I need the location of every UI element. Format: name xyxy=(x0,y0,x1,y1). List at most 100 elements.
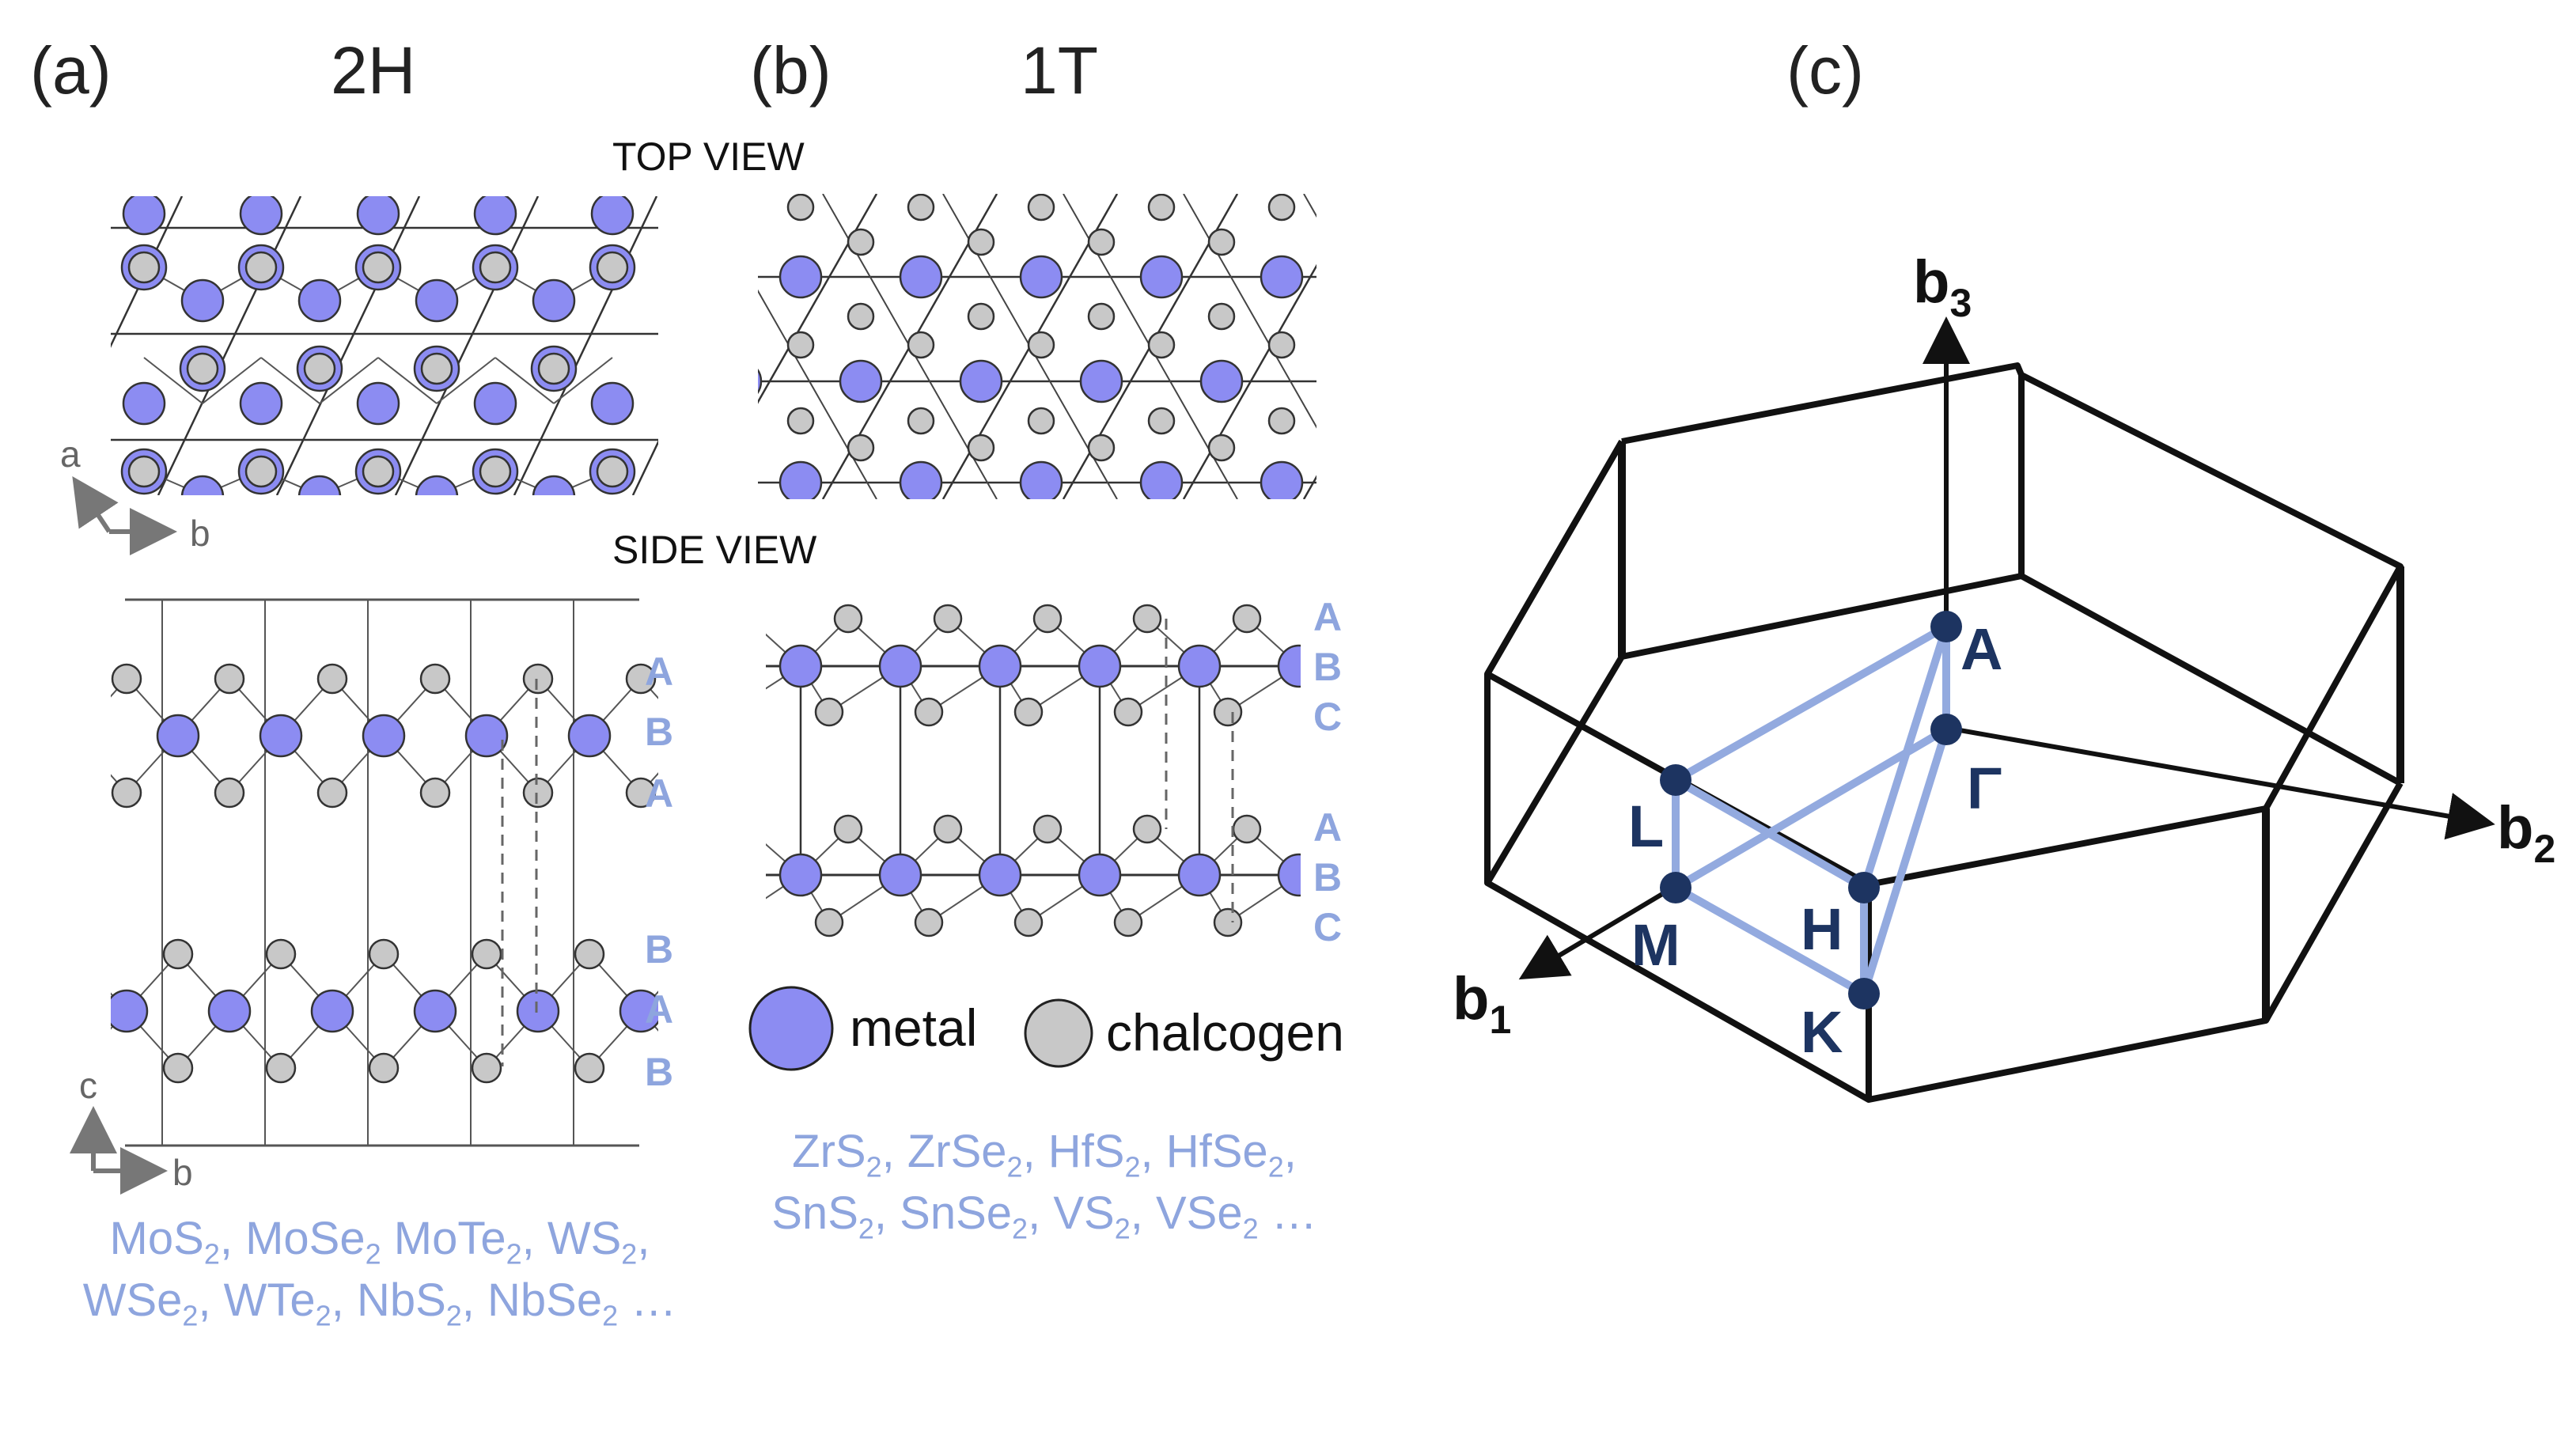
chalcogen-pair-atom-inner xyxy=(479,455,512,488)
bond xyxy=(744,736,795,793)
bond xyxy=(24,736,75,793)
chalcogen-atom xyxy=(678,940,707,968)
bond xyxy=(692,736,744,793)
chalcogen-atom xyxy=(1213,907,1243,937)
compound-2h-l1-formula-2: MoTe2, xyxy=(393,1213,547,1271)
metal-atom xyxy=(660,256,701,297)
metal-atom xyxy=(1441,361,1483,402)
bond xyxy=(319,357,379,404)
chalcogen-atom xyxy=(914,697,944,727)
chalcogen-atom xyxy=(1087,302,1116,331)
cell-line xyxy=(1424,194,1598,499)
bond xyxy=(143,357,203,404)
chalcogen-atom xyxy=(729,778,758,807)
chalcogen-atom xyxy=(833,604,863,634)
point-K-marker xyxy=(1848,978,1880,1009)
bond xyxy=(436,357,496,404)
chalcogen-atom xyxy=(625,663,657,695)
chalcogen-pair-atom-inner xyxy=(362,251,395,284)
compounds-1t-line2: SnS2, SnSe2, VS2, VSe2 … xyxy=(736,1185,1353,1247)
bond xyxy=(701,619,748,666)
compound-1t-l1-formula-3: HfSe2, xyxy=(1165,1126,1297,1184)
chalcogen-atom xyxy=(368,1052,400,1084)
compound-2h-l2-formula-3: NbSe2 … xyxy=(487,1274,677,1332)
chalcogen-atom xyxy=(265,938,297,970)
metal-atom xyxy=(415,475,459,495)
chalcogen-pair-atom-inner xyxy=(596,455,629,488)
compound-2h-l1-formula-3: WS2, xyxy=(547,1213,650,1271)
bond xyxy=(692,679,744,736)
chalcogen-atom xyxy=(1213,697,1243,727)
chalcogen-atom xyxy=(471,1052,502,1084)
metal-atom xyxy=(1381,462,1422,503)
metal-atom xyxy=(310,989,354,1033)
chalcogen-atom xyxy=(967,302,995,331)
point-L-marker xyxy=(1660,764,1691,796)
top-view-1t-lattice xyxy=(660,194,1598,503)
metal-atom xyxy=(516,989,560,1033)
chalcogen-pair-atom-inner xyxy=(362,455,395,488)
chalcogen-atom xyxy=(728,304,753,329)
chalcogen-atom xyxy=(668,408,693,434)
chalcogen-atom xyxy=(1232,604,1262,634)
chalcogen-atom xyxy=(574,1052,605,1084)
point-H-label: H xyxy=(1801,896,1843,962)
metal-atom xyxy=(1260,255,1304,299)
chalcogen-atom xyxy=(419,777,451,809)
stack-1t-3: C xyxy=(1313,695,1342,739)
chalcogen-atom xyxy=(907,331,935,359)
side-view-1t-structure xyxy=(680,604,1301,937)
metal-atom xyxy=(680,646,722,687)
chalcogen-pair-atom-inner xyxy=(303,352,336,385)
metal-atom xyxy=(1019,460,1063,499)
metal-atom xyxy=(111,989,149,1033)
chalcogen-atom xyxy=(471,938,502,970)
chalcogen-atom xyxy=(1207,302,1236,331)
chalcogen-atom xyxy=(716,699,743,725)
metal-atom xyxy=(878,644,922,688)
cell-line xyxy=(157,196,302,495)
bond xyxy=(692,954,744,1011)
b1-axis xyxy=(1518,884,1677,980)
compounds-1t: ZrS2, ZrSe2, HfS2, HfSe2, SnS2, SnSe2, V… xyxy=(736,1123,1353,1246)
bond xyxy=(692,1011,744,1068)
panel-b-label: (b) xyxy=(750,33,832,108)
metal-atom xyxy=(1078,853,1122,897)
metal-atom xyxy=(180,475,225,495)
bond xyxy=(260,357,320,404)
chalcogen-atom xyxy=(368,938,400,970)
metal-atom xyxy=(532,475,576,495)
metal-atom xyxy=(978,853,1022,897)
bz-high-symmetry-path xyxy=(1672,623,1950,998)
metal-atom xyxy=(473,196,517,236)
bond xyxy=(701,829,748,875)
chalcogen-atom xyxy=(9,778,38,807)
metal-atom xyxy=(567,714,612,758)
metal-atom xyxy=(55,715,96,756)
metal-atom xyxy=(413,989,457,1033)
metal-atom xyxy=(1019,255,1063,299)
chalcogen-atom xyxy=(786,407,815,435)
chalcogen-atom xyxy=(522,663,554,695)
chalcogen-atom xyxy=(1132,604,1162,634)
chalcogen-atom xyxy=(61,940,89,968)
axis-a-label: a xyxy=(60,434,81,475)
b1-label: b1 xyxy=(1453,965,1511,1042)
bond xyxy=(494,357,555,404)
chalcogen-pair-atom-inner xyxy=(537,352,570,385)
top-view-label: TOP VIEW xyxy=(612,134,805,179)
legend-chalcogen-swatch xyxy=(1024,998,1093,1068)
compounds-2h-line1: MoS2, MoSe2 MoTe2, WS2, xyxy=(47,1210,712,1272)
chalcogen-atom xyxy=(1027,194,1055,222)
metal-atom xyxy=(899,255,943,299)
chalcogen-atom xyxy=(847,434,875,462)
stack-2h-3: A xyxy=(645,771,673,816)
chalcogen-atom xyxy=(1207,228,1236,256)
bond xyxy=(24,1011,75,1068)
panel-a-label: (a) xyxy=(30,33,112,108)
metal-atom xyxy=(778,255,823,299)
metal-atom xyxy=(619,989,658,1033)
metal-atom xyxy=(1381,256,1422,297)
phase-2h-label: 2H xyxy=(331,33,415,108)
chalcogen-atom xyxy=(162,938,194,970)
